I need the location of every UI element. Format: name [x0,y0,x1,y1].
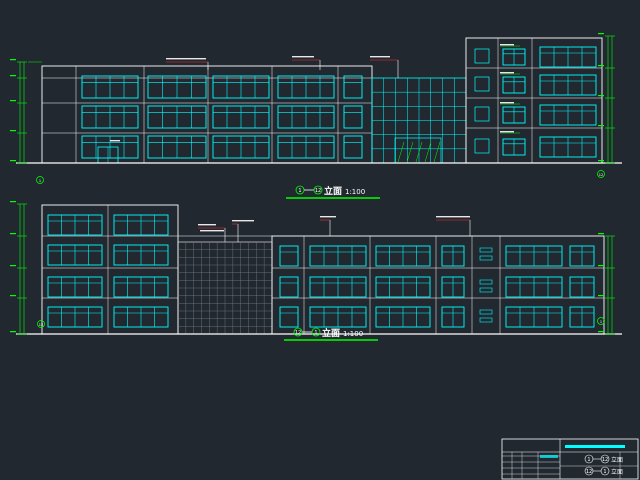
tb-row1-text: 立面 [611,456,623,464]
elevation-mark [10,233,16,235]
elevation-12-1 [10,201,622,335]
elevation-mark [10,265,16,267]
leader-text [500,131,514,133]
axis-markers: 1 12 12 1 [36,170,605,328]
axis-bubble-left-a [36,176,44,184]
axis-bubble-right-b [597,317,605,325]
leader-text [500,72,514,74]
elevation-mark [598,160,604,162]
elevation-mark [10,201,16,203]
title-from: 1 [298,188,301,194]
elevation-mark [10,100,16,102]
elevation-mark [10,160,16,162]
elevation-mark [598,331,604,333]
title-scale: 1:100 [345,188,365,196]
axis-bubble [311,327,321,337]
tb-strip [540,455,558,458]
leader-text [370,56,390,58]
leader-text [198,224,216,226]
facade-left-block [41,65,373,164]
leader-text [292,56,314,58]
vent [479,287,493,293]
window-small [474,48,490,64]
elevation-mark [598,125,604,127]
elevation-mark [10,130,16,132]
title-block-frame [501,438,639,480]
window-narrow [279,306,299,328]
elevation-mark [10,295,16,297]
elevation-mark [598,33,604,35]
axis-label: 1 [39,179,41,183]
leader-text [166,58,206,60]
vent [479,317,493,323]
title-text: 立面 [322,327,340,339]
tb-row2-from: 12 [586,469,592,475]
leader-text [500,44,514,46]
elevation-mark [598,265,604,267]
tb-bubble [600,454,610,464]
axis-bubble [313,185,323,195]
glass-hatch [424,141,432,163]
title-to: 1 [314,330,317,336]
window-small [474,106,490,122]
glass-hatch [433,141,441,163]
glass-door [394,137,442,164]
facade-right-block [465,37,603,164]
window-narrow [343,75,363,99]
elevation-b-title: 12 1 立面 1:100 [284,327,378,341]
elevation-mark [10,331,16,333]
vent [479,247,493,253]
leader-text [200,230,224,232]
window-narrow [279,276,299,298]
axis-label: 12 [39,323,43,327]
leader-text [110,140,120,142]
elevation-mark [598,65,604,67]
glass-hatch [397,141,405,163]
elevation-mark [10,75,16,77]
tb-name-strip [565,445,625,448]
window-narrow [343,135,363,159]
elevation-mark [598,233,604,235]
title-from: 12 [295,330,301,336]
vent [479,255,493,261]
elevation-mark [598,295,604,297]
glass-hatch [406,141,414,163]
vent [479,279,493,285]
axis-bubble-right-a [597,170,605,178]
title-text: 立面 [324,185,342,197]
tb-row1-to: 12 [602,457,608,463]
window-narrow [279,245,299,267]
glass-hatch [415,141,423,163]
axis-label: 1 [600,320,602,324]
tb-row1-from: 1 [587,457,590,463]
window-narrow [343,105,363,129]
window-small [474,138,490,154]
elevation-mark [598,95,604,97]
title-block: 1 12 立面 12 1 立面 [501,438,639,480]
elevation-1-12 [10,33,622,164]
facade-right-block [271,235,605,335]
elevation-a-title: 1 12 立面 1:100 [286,185,380,199]
leader-text [232,220,254,222]
facade-left-block [41,204,179,335]
tb-row2-text: 立面 [611,468,623,476]
window-small [474,76,490,92]
title-scale: 1:100 [343,330,363,338]
elevation-mark [10,59,16,61]
leader-text [436,216,470,218]
axis-bubble-left-b [37,320,45,328]
tb-row2-to: 1 [603,469,606,475]
leader-text [320,216,336,218]
title-to: 12 [315,188,321,194]
tb-bubble [600,466,610,476]
leader-text [500,102,514,104]
vent [479,309,493,315]
axis-label: 12 [599,173,603,177]
